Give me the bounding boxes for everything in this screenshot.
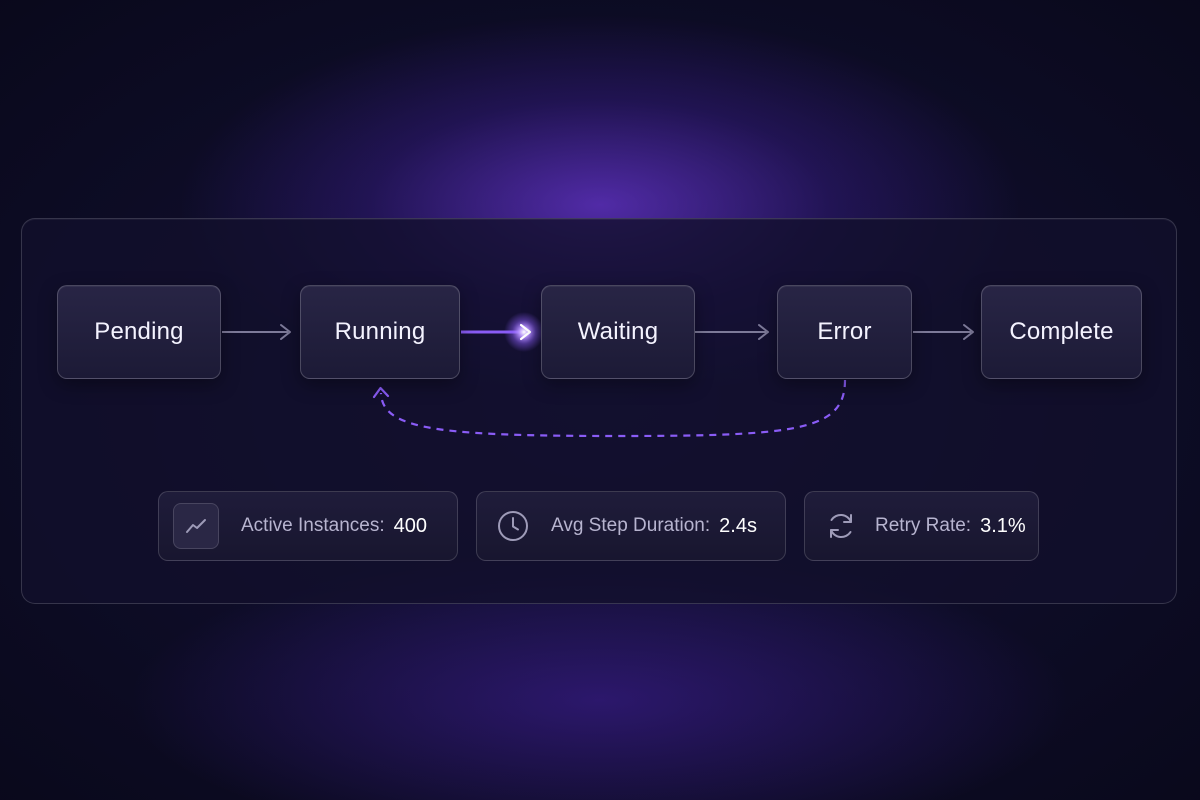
clock-icon: [491, 504, 535, 548]
state-node-error[interactable]: Error: [777, 285, 912, 379]
state-label: Pending: [94, 318, 184, 345]
state-node-complete[interactable]: Complete: [981, 285, 1142, 379]
state-label: Running: [334, 318, 426, 345]
metric-label: Avg Step Duration:: [551, 515, 711, 536]
refresh-icon: [819, 504, 863, 548]
state-node-running[interactable]: Running: [300, 285, 460, 379]
trend-line-icon: [173, 503, 219, 549]
metric-value: 3.1%: [980, 514, 1026, 537]
state-label: Waiting: [577, 318, 659, 345]
state-node-waiting[interactable]: Waiting: [541, 285, 695, 379]
metric-value: 400: [393, 514, 427, 537]
metric-avg-step-duration: Avg Step Duration: 2.4s: [476, 491, 786, 561]
metric-retry-rate: Retry Rate: 3.1%: [804, 491, 1039, 561]
metric-value: 2.4s: [719, 514, 757, 537]
state-label: Complete: [1009, 318, 1114, 345]
state-label: Error: [817, 318, 872, 345]
metric-label: Retry Rate:: [875, 515, 972, 536]
state-node-pending[interactable]: Pending: [57, 285, 221, 379]
metric-label: Active Instances:: [241, 515, 385, 536]
metric-active-instances: Active Instances: 400: [158, 491, 458, 561]
